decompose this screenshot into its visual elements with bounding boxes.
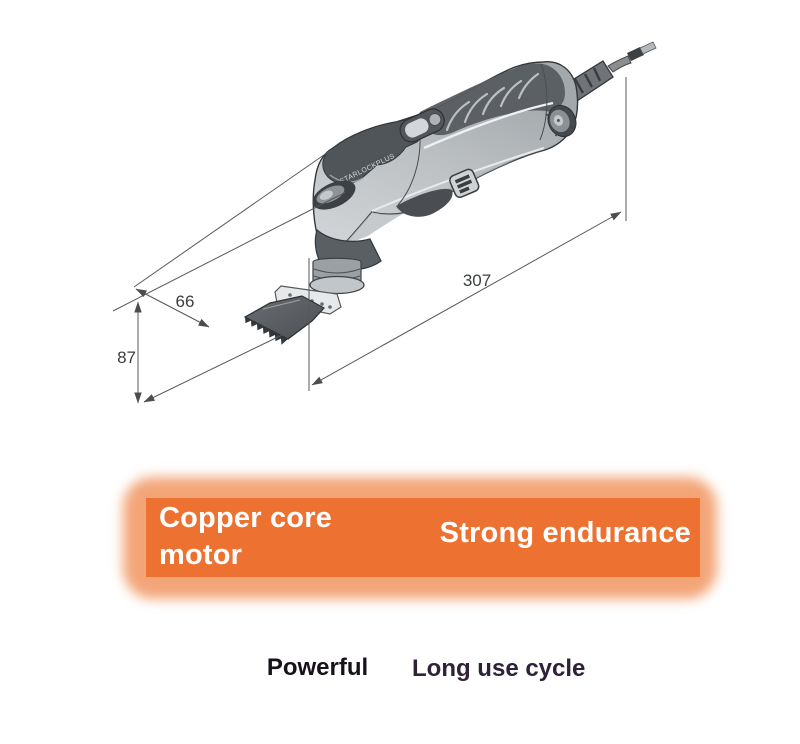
banner-panel: Copper core motor Strong endurance [146, 498, 700, 577]
extension-line-head-top [133, 149, 332, 288]
banner-right-text: Strong endurance [439, 517, 691, 549]
brand-badge [449, 168, 480, 199]
saw-blade [243, 295, 325, 345]
footer-label-long-use-cycle: Long use cycle [412, 655, 586, 682]
head-cap [322, 119, 422, 185]
footer-label-powerful: Powerful [266, 654, 369, 681]
cord-boot-ribs [573, 67, 602, 94]
dimension-lines [112, 77, 627, 404]
cord-neck [607, 55, 632, 73]
multitool-illustration: STARLOCKPLUS [112, 41, 657, 404]
plug-tip [639, 41, 657, 55]
grip-speed-lines [445, 72, 540, 132]
banner-left-text: Copper core motor [159, 502, 333, 571]
power-cord [565, 41, 657, 102]
feature-banner: Copper core motor Strong endurance [123, 477, 717, 599]
speed-dial [545, 104, 577, 138]
extension-line-blade-bottom [143, 332, 287, 403]
dimension-line-width [135, 288, 210, 328]
blade-highlight [262, 299, 301, 310]
body-highlight-upper [423, 101, 554, 150]
multitool-body: STARLOCKPLUS [243, 41, 657, 345]
clamp-lever-recess [312, 180, 356, 210]
dimension-label-width: 66 [176, 292, 195, 311]
power-switch [399, 108, 445, 143]
dimension-label-length: 307 [463, 271, 491, 290]
cord-ferrule [627, 47, 644, 61]
rear-cap-seam [539, 63, 548, 141]
underside-vent [396, 188, 453, 217]
dimension-label-height: 87 [117, 348, 136, 367]
dimension-line-length [311, 211, 622, 386]
